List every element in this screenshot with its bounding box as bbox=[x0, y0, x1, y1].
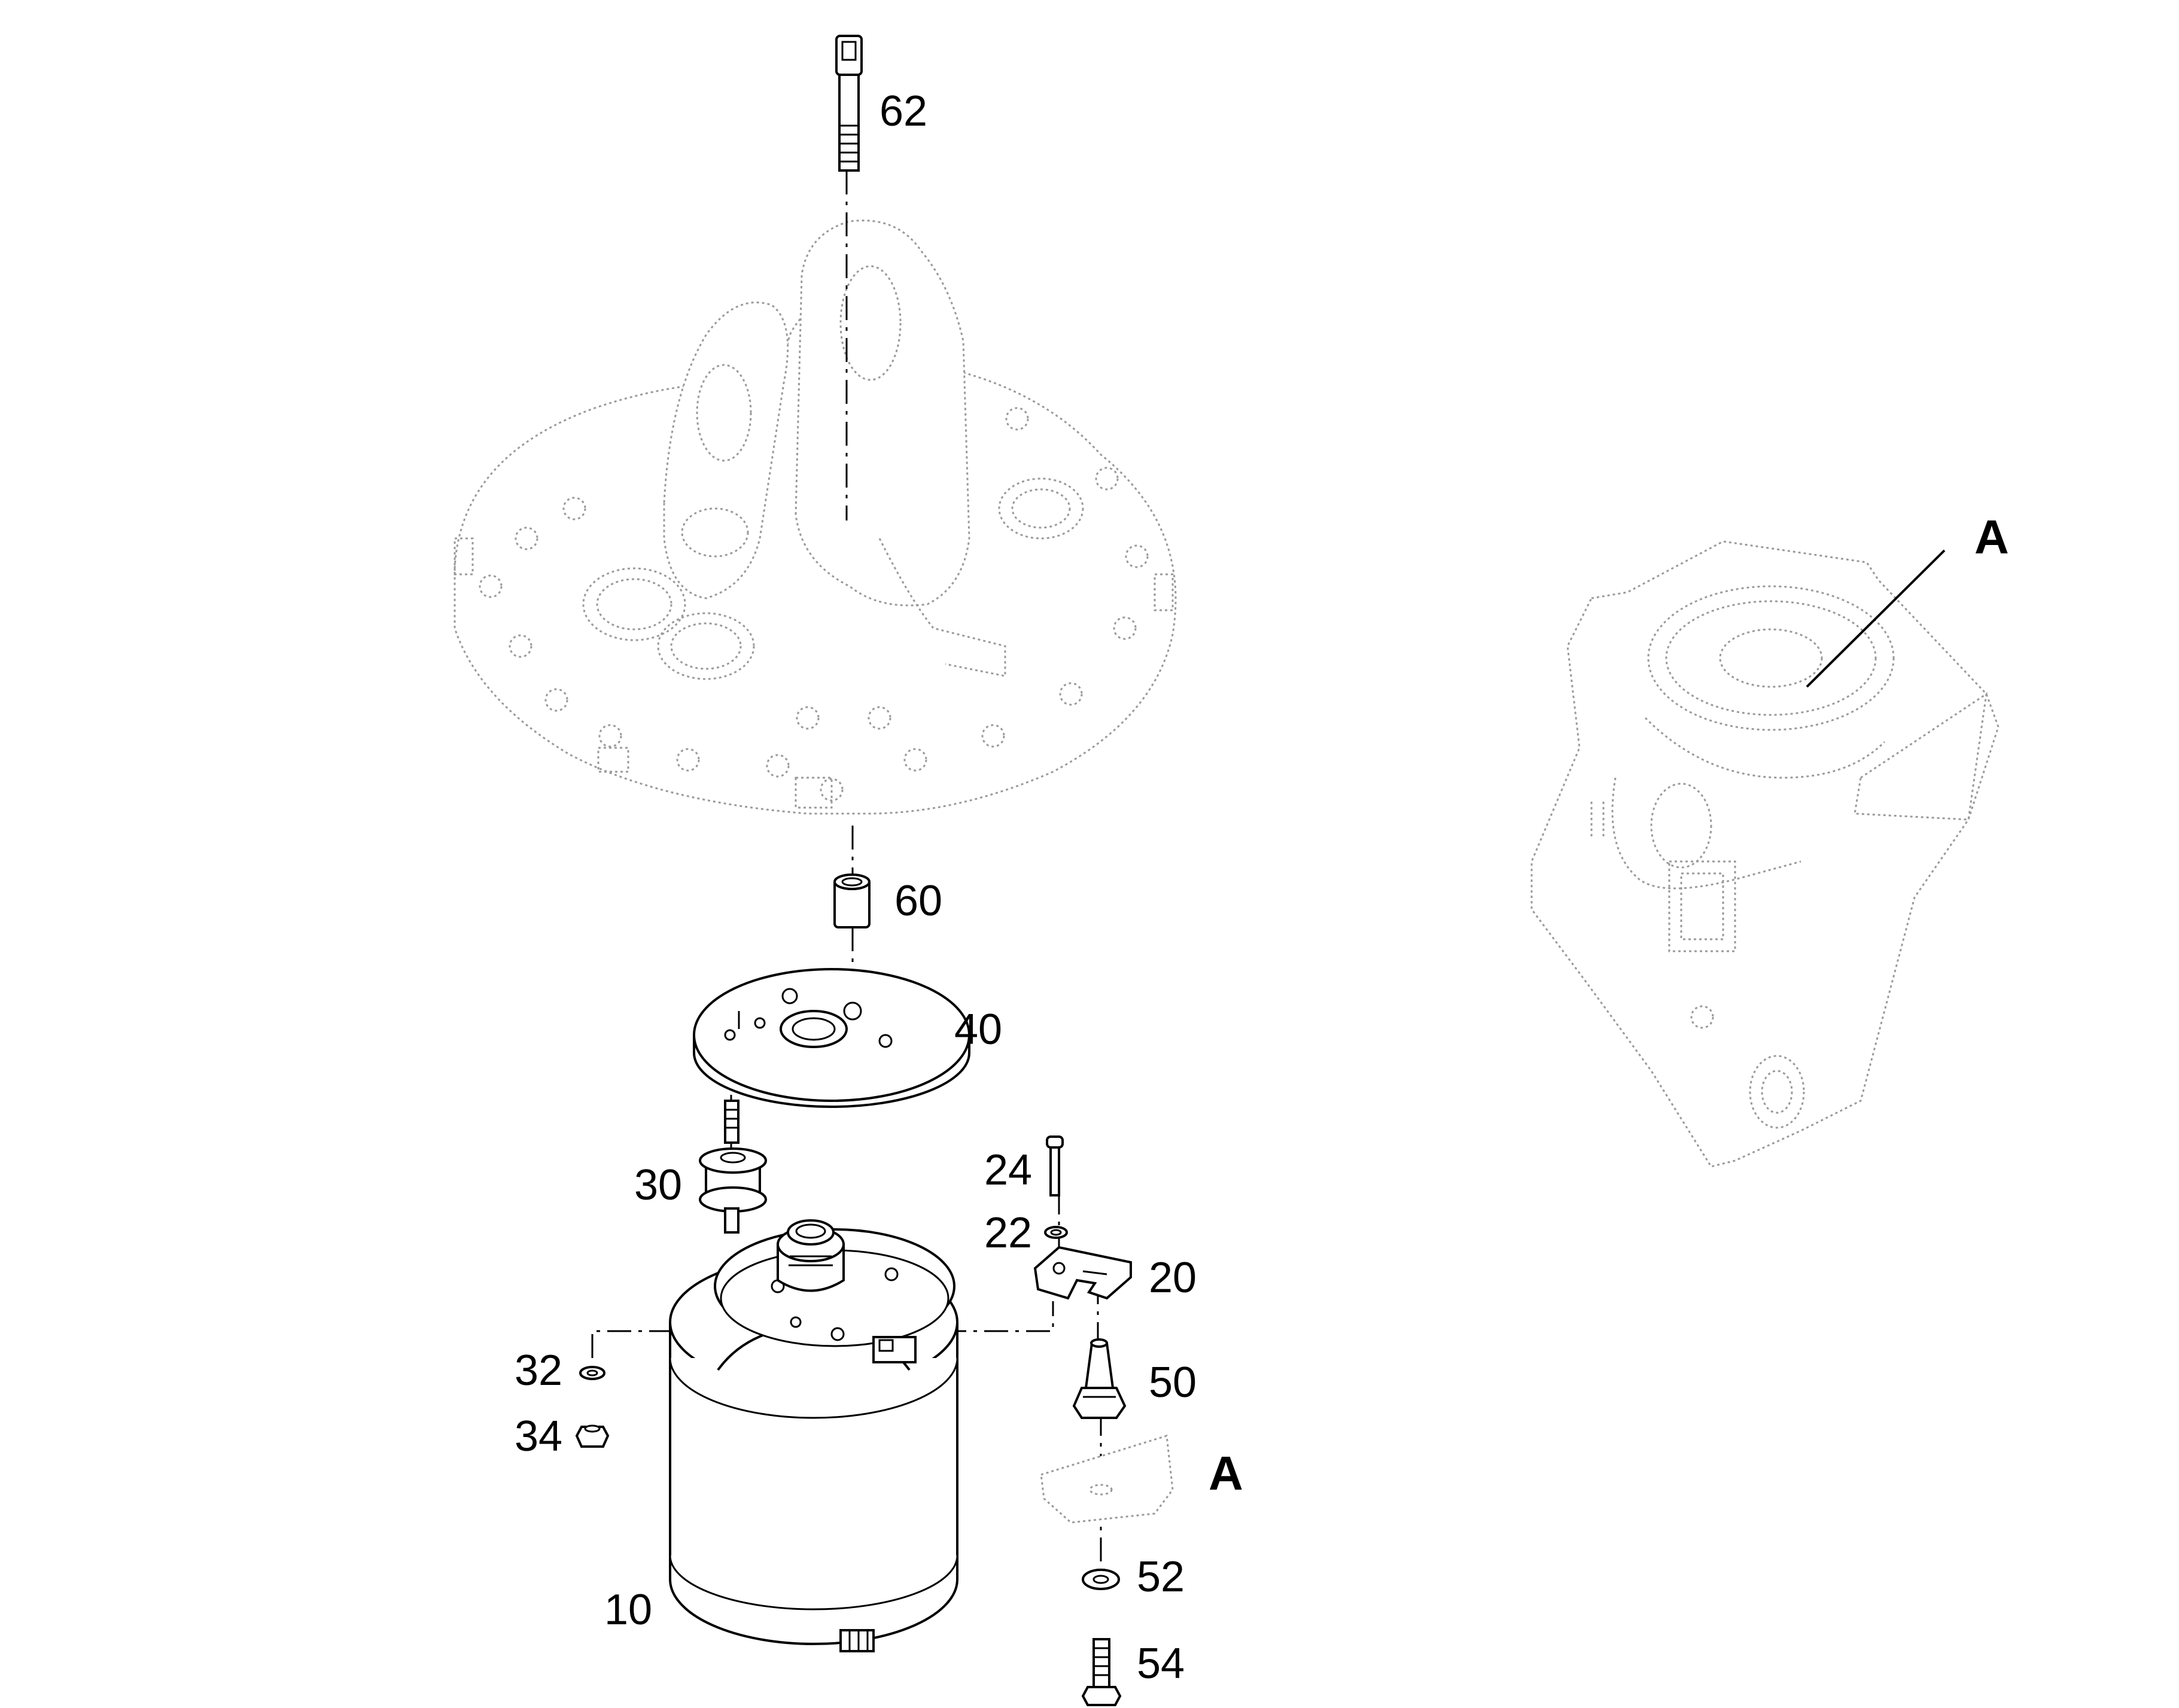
callout-10: 10 bbox=[604, 1586, 652, 1634]
nut-34 bbox=[575, 1424, 610, 1448]
callout-labels: 62 60 40 30 24 22 20 50 32 34 52 54 10 A… bbox=[515, 87, 2009, 1688]
bushing-60 bbox=[833, 873, 871, 928]
rubber-mount-30 bbox=[699, 1100, 767, 1234]
callout-30: 30 bbox=[634, 1161, 682, 1209]
washer-22 bbox=[1044, 1226, 1068, 1239]
fitting-50 bbox=[1072, 1338, 1127, 1419]
callout-32: 32 bbox=[515, 1347, 562, 1395]
detail-a-label-location: A bbox=[1974, 510, 2009, 564]
mounting-plate-40 bbox=[693, 968, 970, 1108]
motor-housing-10 bbox=[669, 1219, 958, 1652]
callout-22: 22 bbox=[984, 1209, 1032, 1257]
callout-40: 40 bbox=[954, 1006, 1002, 1054]
callout-20: 20 bbox=[1149, 1254, 1197, 1302]
callout-50: 50 bbox=[1149, 1359, 1197, 1406]
callout-60: 60 bbox=[894, 877, 942, 925]
washer-52 bbox=[1082, 1569, 1120, 1590]
callout-24: 24 bbox=[984, 1146, 1032, 1194]
cap-screw-62 bbox=[835, 35, 863, 172]
screw-24 bbox=[1046, 1135, 1064, 1196]
detail-a-leader bbox=[1806, 549, 1946, 688]
callout-52: 52 bbox=[1137, 1553, 1185, 1601]
bracket-20 bbox=[1033, 1246, 1132, 1300]
callout-62: 62 bbox=[879, 87, 927, 135]
mounting-housing-ghost bbox=[454, 220, 1177, 815]
callout-34: 34 bbox=[515, 1412, 562, 1460]
location-view-ghost bbox=[1530, 540, 2000, 1168]
washer-32 bbox=[579, 1366, 605, 1380]
detail-a-inset bbox=[1040, 1435, 1174, 1524]
detail-a-label-inset: A bbox=[1209, 1447, 1243, 1500]
bolt-54 bbox=[1081, 1638, 1122, 1706]
callout-54: 54 bbox=[1137, 1640, 1185, 1688]
